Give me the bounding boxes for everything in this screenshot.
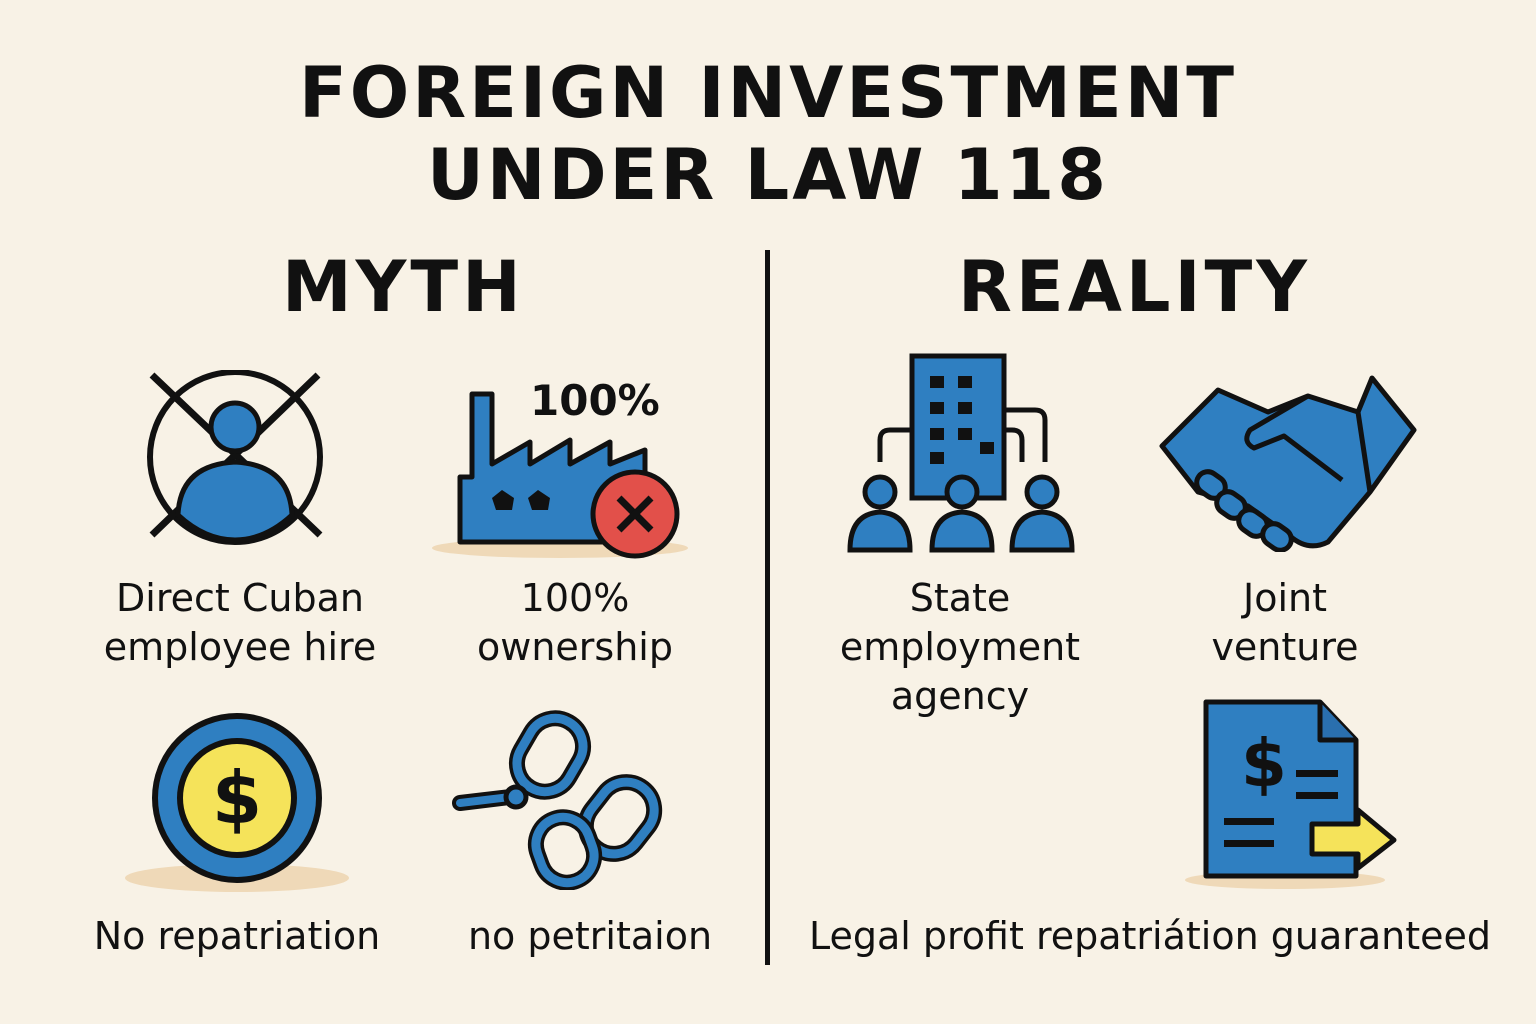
building-people-icon: [840, 352, 1085, 557]
myth-heading: MYTH: [282, 246, 525, 328]
myth-label-employee-hire: Direct Cuban employee hire: [103, 576, 377, 669]
crossed-out-person-icon: [140, 370, 330, 560]
handshake-icon: [1158, 372, 1418, 552]
title-line-1: FOREIGN INVESTMENT: [298, 52, 1238, 134]
dollar-coin-icon: $: [122, 710, 352, 895]
myth-label-no-repatriation: No repatriation: [93, 914, 381, 958]
reality-heading: REALITY: [958, 246, 1311, 328]
reality-label-state-employment-agency: State employment agency: [839, 576, 1081, 718]
reality-label-profit-repatriation: Legal profit repatriátion guaranteed: [808, 914, 1492, 958]
svg-text:$: $: [212, 756, 262, 840]
factory-percent-badge: 100%: [530, 376, 660, 425]
center-divider: [765, 250, 770, 965]
money-document-icon: $: [1180, 698, 1405, 893]
myth-label-ownership: 100% ownership: [477, 576, 673, 669]
myth-label-no-petritaion: no petritaion: [467, 914, 713, 958]
svg-text:$: $: [1241, 725, 1287, 802]
broken-chain-icon: [450, 705, 690, 890]
reality-label-joint-venture: Joint venture: [1211, 576, 1359, 669]
title-line-2: UNDER LAW 118: [427, 134, 1109, 216]
factory-icon: [430, 372, 695, 562]
